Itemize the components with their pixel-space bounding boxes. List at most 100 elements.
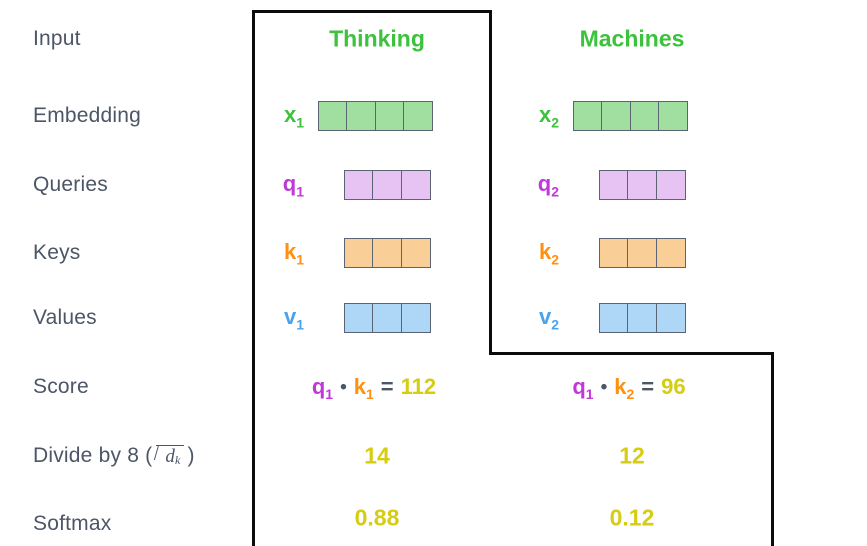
score-key-term: k2 xyxy=(614,374,634,402)
outline-left-edge xyxy=(252,10,255,546)
vector-letter: k xyxy=(283,238,297,264)
softmax-value-col1: 0.88 xyxy=(354,504,400,531)
score-query-subscript: 1 xyxy=(585,386,594,403)
vector-cell xyxy=(372,303,403,333)
equals-sign: = xyxy=(641,373,655,399)
score-query-term: q1 xyxy=(312,374,333,402)
divide-suffix: ) xyxy=(187,444,195,467)
vector-cell xyxy=(344,170,374,200)
vector-cell xyxy=(372,170,403,200)
vector-letter: x xyxy=(283,101,297,127)
vector-cell xyxy=(599,303,629,333)
vector-cell xyxy=(599,170,629,200)
vector-cell xyxy=(655,170,686,200)
row-label-keys: Keys xyxy=(33,241,81,264)
vector-letter: v xyxy=(538,303,552,329)
vector-cell xyxy=(400,303,431,333)
vector-label-k2: k2 xyxy=(533,239,559,267)
row-label-softmax: Softmax xyxy=(33,512,112,535)
score-expression-col2: q1 • k2 = 96 xyxy=(572,374,685,402)
vector-cell xyxy=(627,170,658,200)
vector-label-x1: x1 xyxy=(278,102,304,130)
column-header-machines: Machines xyxy=(579,25,685,52)
vector-cell xyxy=(374,101,405,131)
softmax-value-col2: 0.12 xyxy=(609,504,655,531)
vector-label-q1: q1 xyxy=(278,171,304,199)
dot-product-operator-icon: • xyxy=(600,376,608,398)
math-d: d xyxy=(165,446,176,467)
sqrt-dk-math: dk xyxy=(152,445,184,468)
vector-label-v2: v2 xyxy=(533,304,559,332)
equals-sign: = xyxy=(380,373,394,399)
vector-cells-x2 xyxy=(573,101,689,131)
vector-cell xyxy=(573,101,603,131)
row-label-embedding: Embedding xyxy=(33,104,142,127)
score-key-subscript: 2 xyxy=(626,386,635,403)
vector-cell xyxy=(627,303,658,333)
vector-cell xyxy=(655,238,686,268)
vector-k2: k2 xyxy=(533,238,686,268)
column-header-thinking: Thinking xyxy=(329,25,425,52)
score-key-term: k1 xyxy=(354,374,374,402)
vector-subscript: 1 xyxy=(296,183,304,200)
vector-cells-k1 xyxy=(344,238,431,268)
vector-cell xyxy=(400,170,431,200)
score-query-subscript: 1 xyxy=(325,386,334,403)
vector-v1: v1 xyxy=(278,303,431,333)
vector-q2: q2 xyxy=(533,170,686,200)
row-label-score: Score xyxy=(33,375,89,398)
vector-x1: x1 xyxy=(278,101,434,131)
vector-cells-k2 xyxy=(599,238,686,268)
vector-letter: k xyxy=(538,238,552,264)
divided-value-col1: 14 xyxy=(364,442,390,469)
vector-v2: v2 xyxy=(533,303,686,333)
row-label-divide: Divide by 8 (dk) xyxy=(33,444,195,468)
vector-label-x2: x2 xyxy=(533,102,559,130)
vector-subscript: 2 xyxy=(551,183,559,200)
score-expression-col1: q1 • k1 = 112 xyxy=(312,374,436,402)
vector-label-k1: k1 xyxy=(278,239,304,267)
divided-value-col2: 12 xyxy=(619,442,645,469)
vector-cells-q1 xyxy=(344,170,431,200)
vector-cell xyxy=(400,238,431,268)
dot-product-operator-icon: • xyxy=(340,376,347,398)
vector-cell xyxy=(599,238,629,268)
vector-subscript: 1 xyxy=(296,316,304,333)
vector-subscript: 2 xyxy=(551,251,559,268)
outline-top-edge xyxy=(252,10,492,13)
vector-cells-q2 xyxy=(599,170,686,200)
vector-cell xyxy=(658,101,689,131)
vector-label-q2: q2 xyxy=(533,171,559,199)
vector-letter: q xyxy=(282,170,297,196)
row-label-queries: Queries xyxy=(33,173,108,196)
score-query-term: q1 xyxy=(572,374,593,402)
score-query-letter: q xyxy=(311,373,326,399)
vector-cells-v2 xyxy=(599,303,686,333)
row-label-values: Values xyxy=(33,306,97,329)
outline-upper-right-edge xyxy=(489,10,492,355)
vector-letter: q xyxy=(537,170,552,196)
score-key-letter: k xyxy=(614,373,627,399)
vector-cell xyxy=(346,101,377,131)
vector-cell xyxy=(372,238,403,268)
vector-cell xyxy=(655,303,686,333)
math-k-subscript: k xyxy=(175,453,181,467)
divide-text: Divide by 8 ( xyxy=(33,444,153,467)
outline-lower-right-edge xyxy=(771,352,774,546)
vector-subscript: 1 xyxy=(296,114,304,131)
vector-cells-x1 xyxy=(318,101,434,131)
vector-label-v1: v1 xyxy=(278,304,304,332)
vector-cell xyxy=(629,101,660,131)
score-key-letter: k xyxy=(353,373,366,399)
vector-subscript: 2 xyxy=(551,114,559,131)
vector-x2: x2 xyxy=(533,101,689,131)
vector-cell xyxy=(344,303,374,333)
vector-letter: v xyxy=(283,303,297,329)
vector-cells-v1 xyxy=(344,303,431,333)
vector-cell xyxy=(403,101,434,131)
score-value: 112 xyxy=(400,373,437,399)
score-query-letter: q xyxy=(572,373,586,399)
vector-letter: x xyxy=(538,101,552,127)
vector-cell xyxy=(601,101,632,131)
